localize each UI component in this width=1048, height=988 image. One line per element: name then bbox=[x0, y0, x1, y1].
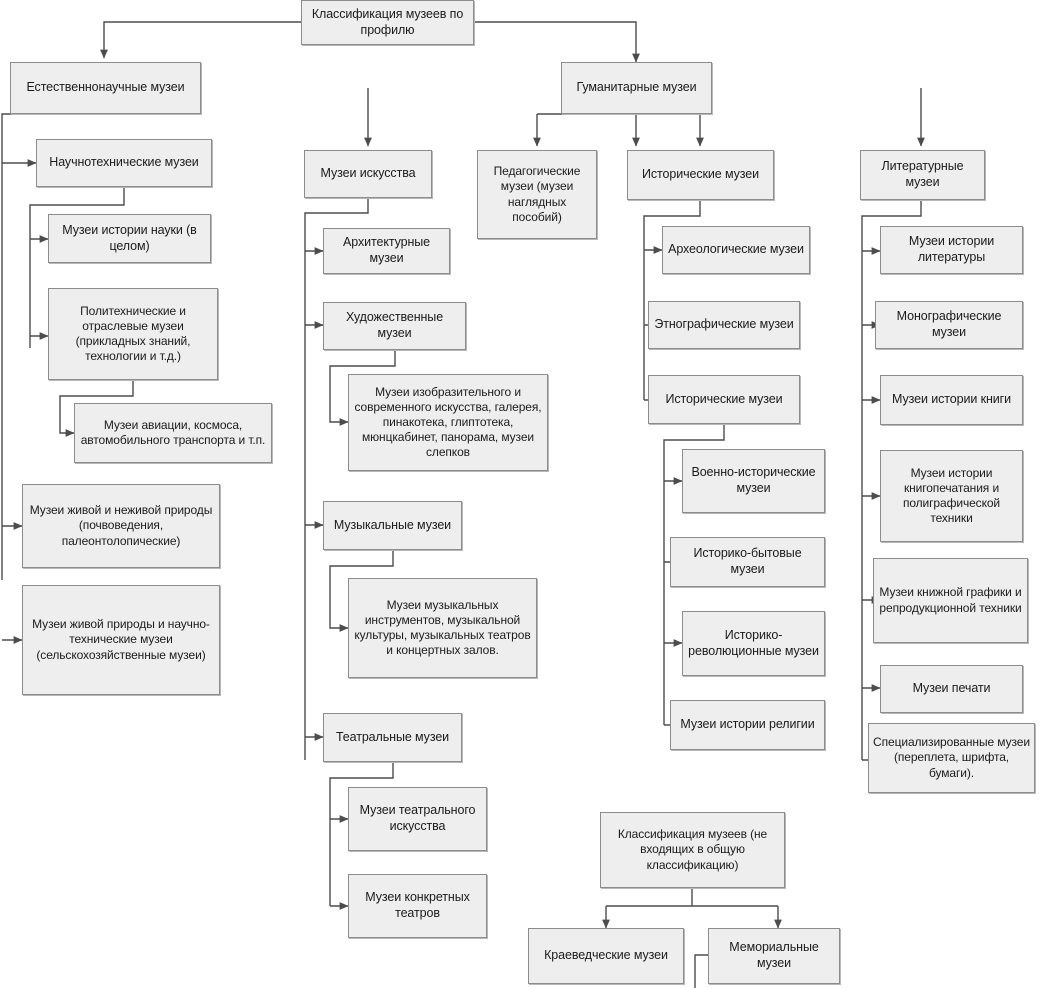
node-literary-label: Литературные музеи bbox=[881, 159, 964, 189]
node-literary[interactable]: Литературные музеи bbox=[860, 150, 985, 200]
node-historical-2-label: Исторические музеи bbox=[665, 391, 783, 406]
node-archaeological-label: Археологические музеи bbox=[668, 242, 804, 257]
node-outside-classification[interactable]: Классификация музеев (не входящих в общу… bbox=[600, 812, 785, 888]
node-history-of-literature-label: Музеи истории литературы bbox=[908, 234, 995, 264]
node-history-of-science-label: Музеи истории науки (в целом) bbox=[62, 222, 197, 253]
node-living-nonliving[interactable]: Музеи живой и неживой природы (почвоведе… bbox=[22, 484, 220, 568]
node-military-history[interactable]: Военно-исторические музеи bbox=[682, 449, 825, 513]
node-natural-sciences-label: Естественнонаучные музеи bbox=[26, 80, 185, 95]
node-pedagogical-label: Педагогические музеи (музеи наглядных по… bbox=[493, 164, 581, 224]
node-memorial[interactable]: Мемориальные музеи bbox=[708, 928, 840, 984]
node-specific-theatres[interactable]: Музеи конкретных театров bbox=[348, 874, 487, 938]
node-historical-everyday-label: Историко-бытовые музеи bbox=[693, 546, 802, 576]
node-theatre-art[interactable]: Музеи театрального искусства bbox=[348, 787, 487, 851]
node-historical[interactable]: Исторические музеи bbox=[627, 150, 774, 200]
node-pedagogical[interactable]: Педагогические музеи (музеи наглядных по… bbox=[477, 150, 597, 239]
node-fine-art-museums[interactable]: Художественные музеи bbox=[323, 302, 466, 350]
node-history-of-religion[interactable]: Музеи истории религии bbox=[670, 700, 825, 750]
node-architecture[interactable]: Архитектурные музеи bbox=[323, 228, 450, 274]
node-printing-history[interactable]: Музеи истории книгопечатания и полиграфи… bbox=[880, 450, 1023, 542]
node-fine-art-museums-label: Художественные музеи bbox=[345, 310, 444, 340]
node-sci-tech-label: Научнотехнические музеи bbox=[49, 155, 199, 170]
node-visual-modern-art-label: Музеи изобразительного и современного ис… bbox=[354, 384, 542, 460]
node-ethnographic-label: Этнографические музеи bbox=[654, 317, 794, 332]
node-archaeological[interactable]: Археологические музеи bbox=[662, 226, 810, 274]
node-outside-classification-label: Классификация музеев (не входящих в общу… bbox=[617, 827, 768, 872]
node-polytechnic-label: Политехнические и отраслевые музеи (прик… bbox=[75, 303, 191, 364]
node-monographic[interactable]: Монографические музеи bbox=[875, 301, 1023, 349]
node-historical-revolution-label: Историко-революционные музеи bbox=[688, 627, 819, 658]
node-historical-revolution[interactable]: Историко-революционные музеи bbox=[682, 611, 825, 676]
node-visual-modern-art[interactable]: Музеи изобразительного и современного ис… bbox=[348, 374, 548, 471]
node-humanities-label: Гуманитарные музеи bbox=[576, 80, 697, 95]
node-art[interactable]: Музеи искусства bbox=[304, 150, 432, 198]
node-theatre-label: Театральные музеи bbox=[335, 729, 450, 744]
node-theatre-art-label: Музеи театрального искусства bbox=[359, 803, 476, 833]
node-history-of-science[interactable]: Музеи истории науки (в целом) bbox=[48, 214, 211, 263]
node-living-nature-label: Музеи живой природы и научно-технические… bbox=[32, 617, 210, 662]
node-ethnographic[interactable]: Этнографические музеи bbox=[648, 301, 800, 349]
node-music-instruments[interactable]: Музеи музыкальных инструментов, музыкаль… bbox=[348, 578, 537, 678]
node-aviation[interactable]: Музеи авиации, космоса, автомобильного т… bbox=[74, 403, 272, 463]
node-local-lore-label: Краеведческие музеи bbox=[544, 948, 668, 963]
node-history-of-book-label: Музеи истории книги bbox=[892, 392, 1011, 407]
node-humanities[interactable]: Гуманитарные музеи bbox=[561, 62, 712, 114]
node-history-of-literature[interactable]: Музеи истории литературы bbox=[880, 226, 1023, 274]
node-architecture-label: Архитектурные музеи bbox=[343, 235, 430, 265]
node-book-graphics[interactable]: Музеи книжной графики и репродукционной … bbox=[873, 558, 1028, 643]
node-historical-2[interactable]: Исторические музеи bbox=[648, 375, 800, 424]
node-specific-theatres-label: Музеи конкретных театров bbox=[365, 890, 470, 920]
node-press[interactable]: Музеи печати bbox=[880, 665, 1023, 713]
node-art-label: Музеи искусства bbox=[320, 166, 416, 181]
node-root[interactable]: Классификация музеев по профилю bbox=[301, 0, 474, 45]
node-historical-label: Исторические музеи bbox=[641, 167, 759, 182]
node-historical-everyday[interactable]: Историко-бытовые музеи bbox=[670, 537, 825, 587]
node-memorial-label: Мемориальные музеи bbox=[729, 940, 819, 970]
node-press-label: Музеи печати bbox=[912, 681, 991, 696]
node-theatre[interactable]: Театральные музеи bbox=[323, 713, 462, 762]
node-monographic-label: Монографические музеи bbox=[896, 309, 1002, 339]
node-history-of-book[interactable]: Музеи истории книги bbox=[880, 375, 1023, 425]
node-local-lore[interactable]: Краеведческие музеи bbox=[528, 928, 684, 984]
node-natural-sciences[interactable]: Естественнонаучные музеи bbox=[10, 62, 201, 114]
node-history-of-religion-label: Музеи истории религии bbox=[680, 717, 815, 732]
node-living-nature[interactable]: Музеи живой природы и научно-технические… bbox=[22, 585, 220, 695]
node-polytechnic[interactable]: Политехнические и отраслевые музеи (прик… bbox=[48, 288, 218, 380]
node-music[interactable]: Музыкальные музеи bbox=[323, 501, 462, 550]
node-music-label: Музыкальные музеи bbox=[333, 517, 452, 532]
node-book-graphics-label: Музеи книжной графики и репродукционной … bbox=[879, 585, 1022, 615]
node-music-instruments-label: Музеи музыкальных инструментов, музыкаль… bbox=[354, 597, 531, 658]
node-printing-history-label: Музеи истории книгопечатания и полиграфи… bbox=[902, 465, 1001, 526]
node-root-label: Классификация музеев по профилю bbox=[311, 6, 464, 37]
node-specialized[interactable]: Специализированные музеи (переплета, шри… bbox=[868, 723, 1035, 793]
node-military-history-label: Военно-исторические музеи bbox=[691, 465, 816, 495]
node-living-nonliving-label: Музеи живой и неживой природы (почвоведе… bbox=[29, 503, 213, 548]
node-aviation-label: Музеи авиации, космоса, автомобильного т… bbox=[80, 417, 266, 447]
node-sci-tech[interactable]: Научнотехнические музеи bbox=[36, 139, 212, 187]
node-specialized-label: Специализированные музеи (переплета, шри… bbox=[873, 735, 1030, 780]
